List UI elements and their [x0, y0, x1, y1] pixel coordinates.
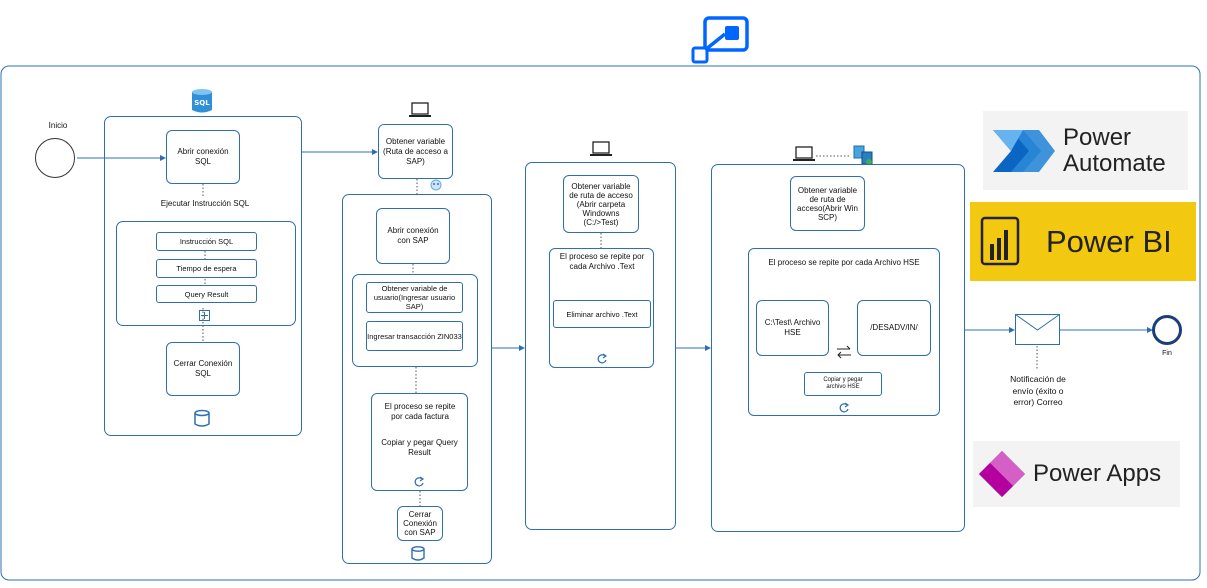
transaction-item[interactable]: Ingresar transacción ZIN033 [366, 321, 463, 351]
lane-windows [525, 162, 676, 530]
power-apps-icon [979, 451, 1025, 497]
mail-icon[interactable] [1015, 314, 1060, 345]
power-apps-logo: Power Apps [973, 441, 1180, 507]
robot-icon [427, 178, 445, 192]
invoice-loop[interactable] [371, 393, 468, 491]
database-icon [409, 545, 427, 563]
power-apps-text: Power Apps [1033, 460, 1162, 487]
expand-icon[interactable] [199, 310, 210, 321]
end-event [1152, 315, 1182, 345]
close-sap-task[interactable]: Cerrar Conexión con SAP [397, 506, 443, 541]
loop-icon [596, 352, 608, 364]
automate-line2: Automate [1063, 149, 1166, 177]
notification-label: Notificación de envío (éxito o error) Co… [1010, 374, 1066, 407]
lane-sap [342, 194, 492, 564]
delete-text-item[interactable]: Eliminar archivo .Text [553, 300, 651, 328]
source-folder-item[interactable]: C:\Test\ Archivo HSE [756, 300, 829, 356]
end-label: Fin [1162, 350, 1172, 357]
sql-database-icon: SQL [190, 88, 214, 114]
swap-icon [836, 345, 852, 359]
laptop-icon [409, 102, 431, 118]
automate-line1: Power [1063, 123, 1132, 151]
start-label: Inicio [48, 121, 68, 130]
query-result-item[interactable]: Query Result [156, 285, 257, 303]
server-icon [851, 144, 875, 166]
get-sap-path-task[interactable]: Obtener variable (Ruta de acceso a SAP) [378, 124, 453, 179]
invoice-loop-title: El proceso se repite por cada factura [384, 402, 456, 421]
loop-icon [838, 401, 850, 413]
sap-user-group [352, 274, 478, 367]
power-bi-icon [980, 216, 1020, 265]
get-winscp-path-task[interactable]: Obtener variable de ruta de acceso(Abrir… [790, 176, 865, 231]
copy-paste-label: Copiar y pegar Query Result [381, 438, 458, 457]
power-automate-icon [993, 129, 1055, 172]
wait-time-item[interactable]: Tiempo de espera [156, 259, 257, 278]
svg-text:SQL: SQL [194, 99, 210, 107]
sql-instruction-item[interactable]: Instrucción SQL [156, 232, 257, 251]
open-sap-task[interactable]: Abrir conexión con SAP [376, 208, 450, 264]
get-user-item[interactable]: Obtener variable de usuario(Ingresar usu… [366, 282, 463, 313]
start-event [35, 138, 75, 178]
execute-sql-subprocess[interactable] [116, 221, 296, 326]
copy-hse-item[interactable]: Copiar y pegar archivo HSE [804, 372, 882, 396]
power-bi-text: Power BI [1046, 223, 1172, 259]
power-automate-logo: Power Automate [983, 111, 1188, 190]
laptop-icon [793, 146, 815, 162]
loop-icon [413, 475, 425, 487]
power-automate-icon [691, 16, 749, 64]
hse-loop-title: El proceso se repite por cada Archivo HS… [768, 258, 920, 267]
power-bi-logo: Power BI [970, 202, 1196, 281]
lane-winscp [711, 164, 965, 532]
text-loop-title: El proceso se repite por cada Archivo .T… [559, 252, 645, 271]
database-icon [192, 409, 212, 429]
laptop-icon [590, 141, 612, 157]
lane-sql [104, 116, 302, 436]
execute-sql-label: Ejecutar Instrucción SQL [160, 199, 250, 208]
dest-folder-item[interactable]: /DESADV/IN/ [857, 300, 931, 356]
get-windows-path-task[interactable]: Obtener variable de ruta de acceso (Abri… [563, 175, 639, 233]
close-sql-task[interactable]: Cerrar Conexión SQL [166, 342, 240, 396]
open-sql-task[interactable]: Abrir conexión SQL [166, 130, 240, 184]
